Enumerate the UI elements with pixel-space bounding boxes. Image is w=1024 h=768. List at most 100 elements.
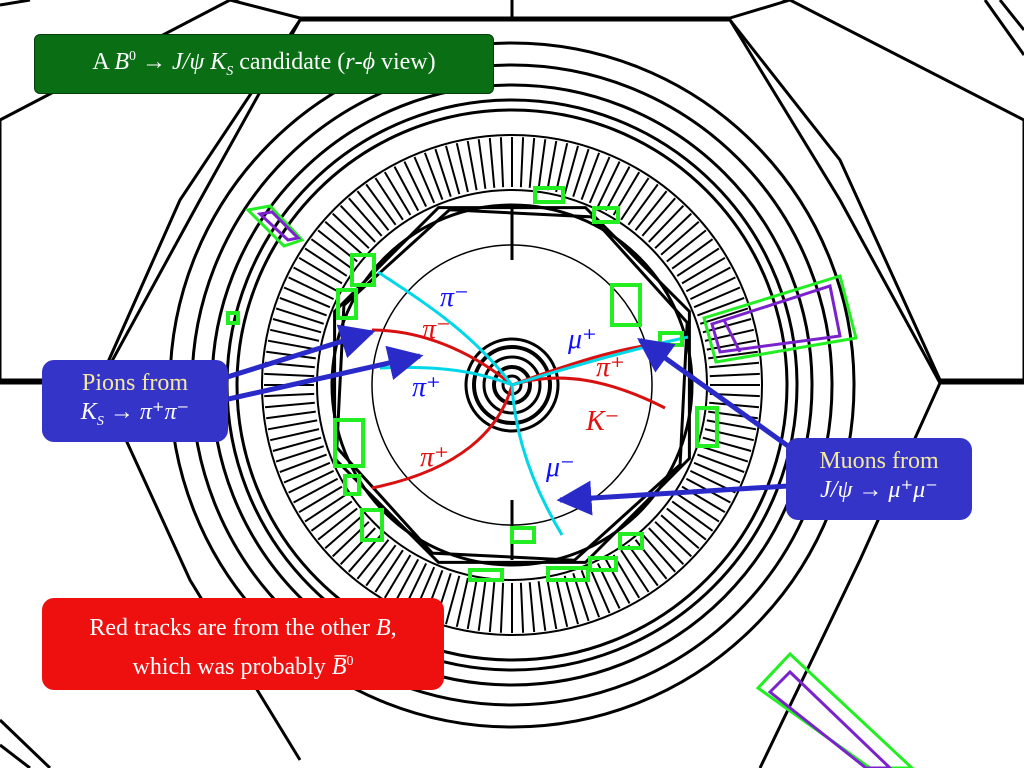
calorimeter-segment [604,166,631,212]
muon-chambers [244,204,915,768]
calorimeter-segment [266,410,316,420]
calorimeter-segment [704,328,755,342]
calorimeter-segment [434,148,452,198]
calorimeter-segment [488,137,496,188]
label-pi-plus-blue: π⁺ [412,372,441,403]
calorimeter-segment [604,558,631,604]
calorimeter-segment [699,445,749,463]
calorimeter-segment [666,507,707,541]
label-pi-plus-red-right: π⁺ [596,352,625,383]
calorimeter-segment [708,350,758,360]
calorimeter-segment [660,514,700,549]
calorimeter-segment [555,142,569,193]
calorimeter-segment [563,145,579,195]
calorimeter-segment [445,575,461,625]
calorimeter-segment [283,286,331,309]
calorimeter-segment [676,247,720,277]
calorimeter-segment [702,436,752,452]
calorimeter-segment [279,453,327,474]
calorimeter-segment [365,544,397,587]
pions-callout-line2: KS → π⁺π⁻ [80,399,190,429]
calorimeter-segment [671,238,714,270]
calorimeter-segment [324,514,364,549]
calorimeter-segment [648,205,685,243]
label-mu-minus: μ⁻ [546,452,575,483]
calorimeter-segment [356,539,390,580]
calorimeter-segment [356,190,390,231]
calorimeter-segment [528,137,536,188]
inner-tracker [0,203,694,567]
calorimeter-segment [528,582,536,633]
calorimeter-segment [693,461,741,484]
calorimeter-segment [269,428,320,442]
calorimeter-segment [697,296,745,317]
calorimeter-segment [563,575,579,625]
calorimeter-segment [704,428,755,442]
calorimeter-segment [267,339,318,351]
calorimeter-segment [275,307,325,325]
calorimeter-segment [293,266,339,293]
calorimeter-segment [269,328,320,342]
calorimeter-segment [477,139,487,189]
calorimeter-segment [339,527,376,565]
calorimeter-segment [654,521,692,558]
calorimeter-segment [264,372,315,378]
calorimeter-segment [393,166,420,212]
muons-callout-line1: Muons from [819,448,939,474]
calorimeter-segment [264,401,315,409]
calorimeter-segment [681,256,726,285]
calorimeter-segment [288,469,335,494]
calorimeter-segment [304,493,348,523]
calorimeter-segment [572,148,590,198]
muons-callout: Muons from J/ψ → μ⁺μ⁻ [786,438,972,520]
calorimeter-segment [383,171,412,216]
calorimeter-segment [666,229,707,263]
calorimeter-segment [279,296,327,317]
calorimeter-segment [488,582,496,633]
title-text: A B0 → J/ψ KS candidate (r-ϕ view) [92,48,436,79]
calorimeter-segment [310,238,353,270]
calorimeter-segment [403,161,428,208]
calorimeter-segment [298,256,343,285]
calorimeter-segment [706,419,757,431]
calorimeter-segment [455,577,469,628]
muons-callout-line2: J/ψ → μ⁺μ⁻ [820,477,938,503]
calorimeter-segment [317,507,358,541]
calorimeter-segment [697,453,745,474]
calorimeter-segment [588,156,611,204]
calorimeter-segment [332,212,370,249]
calorimeter-segment [641,533,676,573]
calorimeter-segment [537,139,547,189]
annotation-arrows [223,324,790,516]
calorimeter-segment [275,445,325,463]
calorimeter-segment [348,197,383,237]
calorimeter-segment [519,582,525,633]
calorimeter-segment [537,581,547,631]
calorimeter-segment [339,205,376,243]
label-k-minus: K⁻ [586,406,620,437]
calorimeter-segment [671,500,714,532]
calorimeter-segment [499,137,505,188]
calorimeter-segment [288,276,335,301]
calorimeter-segment [685,266,731,293]
label-pi-minus-blue: π⁻ [440,282,469,313]
calorimeter-segment [445,145,461,195]
calorimeter-segment [580,152,601,200]
label-pi-plus-red-left: π⁺ [420,442,449,473]
calorimeter-segment [706,339,757,351]
calorimeter-segment [627,183,659,226]
calorimeter-segment [272,436,322,452]
calorimeter-segment [546,140,558,191]
calorimeter-hits [226,186,719,582]
calorimeter-segment [654,212,692,249]
calorimeter-segment [620,549,650,593]
calorimeter-segment [374,549,404,593]
calorimeter-segment [298,485,343,514]
other-b-note-line1: Red tracks are from the other B, [89,615,397,641]
pions-callout: Pions from KS → π⁺π⁻ [42,360,228,442]
calorimeter-segment [693,286,741,309]
calorimeter-segment [267,419,318,431]
calorimeter-segment [634,190,668,231]
